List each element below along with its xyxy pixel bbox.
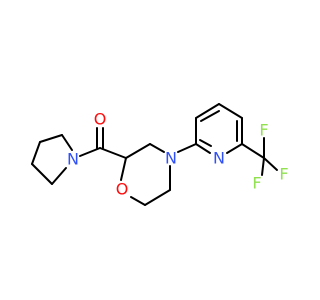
atom-label-fluorine-right: F: [279, 165, 288, 184]
bond: [31, 163, 53, 185]
bond: [218, 103, 243, 119]
bond: [130, 196, 146, 206]
bond: [125, 143, 151, 159]
atom-labels: O N O N N F F F: [67, 110, 289, 199]
bond: [261, 157, 265, 176]
bond: [39, 134, 63, 143]
bond: [61, 134, 73, 151]
bond: [195, 103, 220, 119]
bond: [149, 143, 165, 153]
bond: [79, 147, 101, 157]
structure-diagram: O N O N N F F F: [31, 103, 289, 206]
atom-label-carbonyl-oxygen: O: [94, 110, 107, 129]
bond: [99, 147, 127, 159]
atom-label-pyrrolidine-nitrogen: N: [67, 150, 79, 169]
bond: [199, 139, 212, 147]
bond: [144, 189, 171, 206]
atom-label-fluorine-bottom: F: [252, 174, 261, 193]
bond: [263, 157, 278, 171]
bond: [200, 110, 220, 122]
bond: [241, 143, 265, 159]
bond: [120, 157, 127, 181]
atom-label-fluorine-top: F: [259, 121, 268, 140]
bond: [177, 143, 197, 153]
atom-label-morpholine-nitrogen: N: [165, 149, 177, 168]
bonds: [31, 103, 278, 206]
atom-label-morpholine-oxygen: O: [116, 180, 129, 199]
atom-label-pyridine-nitrogen: N: [213, 149, 225, 168]
bond: [226, 143, 243, 154]
molecule-canvas: O N O N N F F F: [31, 103, 289, 206]
bond: [31, 141, 41, 165]
bond: [195, 143, 211, 154]
bond: [51, 167, 67, 185]
